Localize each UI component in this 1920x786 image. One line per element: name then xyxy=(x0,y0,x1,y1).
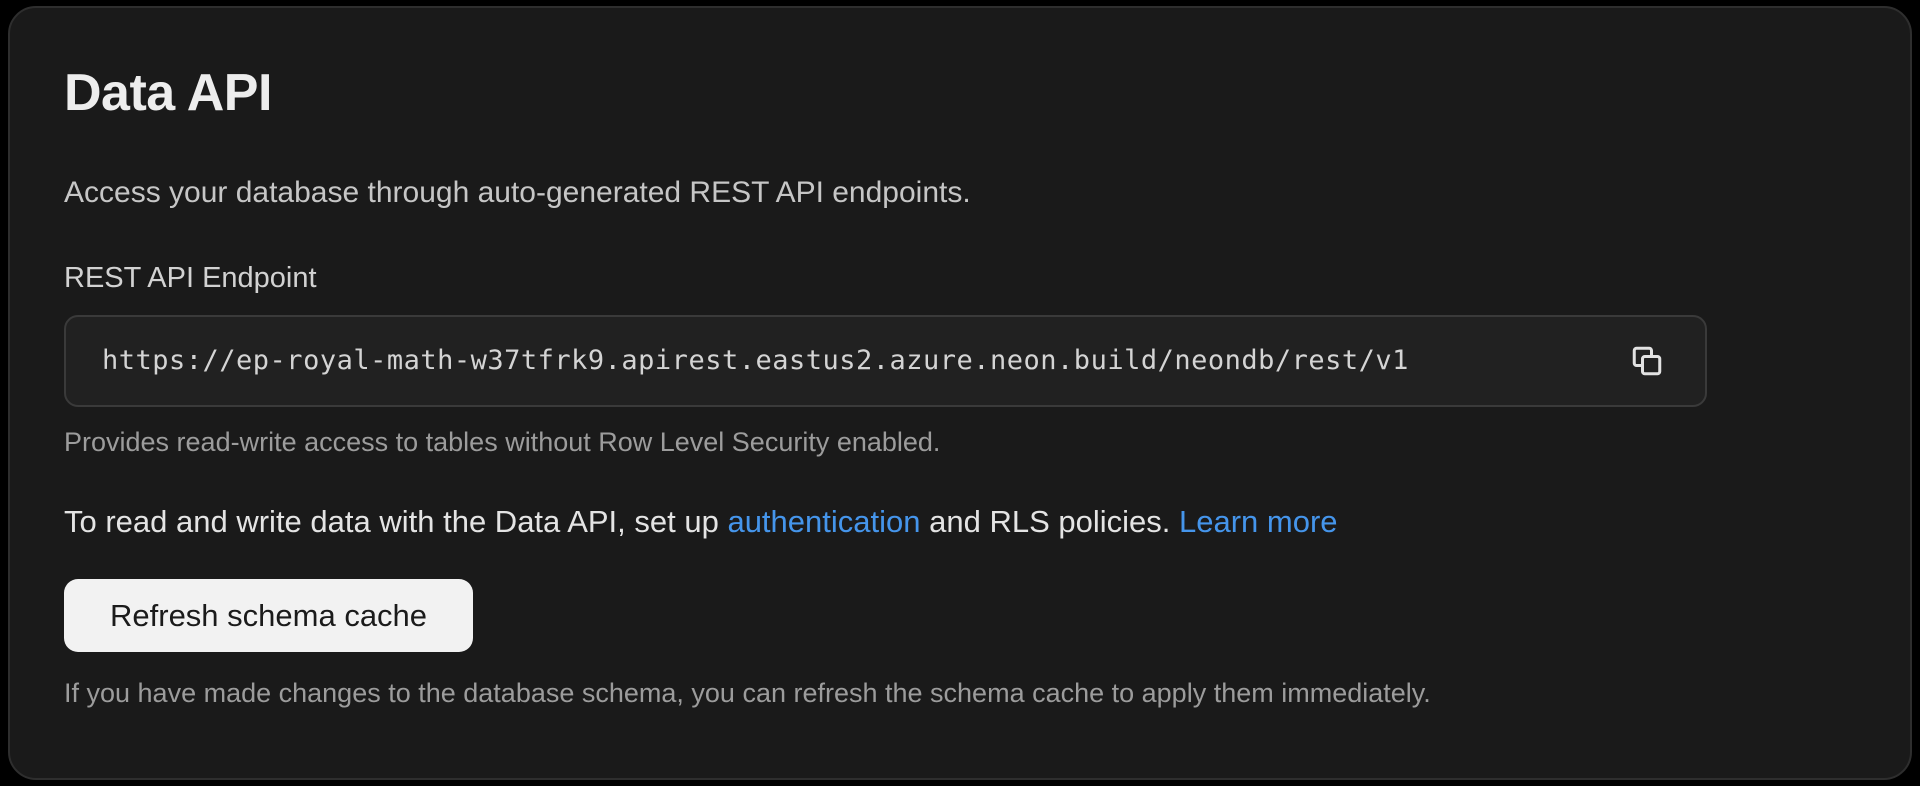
auth-note-text: and RLS policies. xyxy=(920,503,1179,539)
authentication-link[interactable]: authentication xyxy=(727,503,921,539)
endpoint-helper-text: Provides read-write access to tables wit… xyxy=(64,426,941,457)
page-description: Access your database through auto-genera… xyxy=(64,175,971,209)
endpoint-box: https://ep-royal-math-w37tfrk9.apirest.e… xyxy=(64,314,1707,407)
auth-note-text: To read and write data with the Data API… xyxy=(64,503,728,539)
refresh-helper-text: If you have made changes to the database… xyxy=(64,677,1431,708)
copy-icon xyxy=(1629,343,1665,379)
refresh-schema-cache-button[interactable]: Refresh schema cache xyxy=(64,578,474,652)
learn-more-link[interactable]: Learn more xyxy=(1178,503,1338,539)
endpoint-label: REST API Endpoint xyxy=(64,261,317,294)
data-api-panel: Data API Access your database through au… xyxy=(8,6,1912,780)
page-title: Data API xyxy=(64,64,272,122)
auth-note: To read and write data with the Data API… xyxy=(64,506,1856,537)
copy-endpoint-button[interactable] xyxy=(1619,333,1675,389)
endpoint-url: https://ep-royal-math-w37tfrk9.apirest.e… xyxy=(102,345,1409,377)
